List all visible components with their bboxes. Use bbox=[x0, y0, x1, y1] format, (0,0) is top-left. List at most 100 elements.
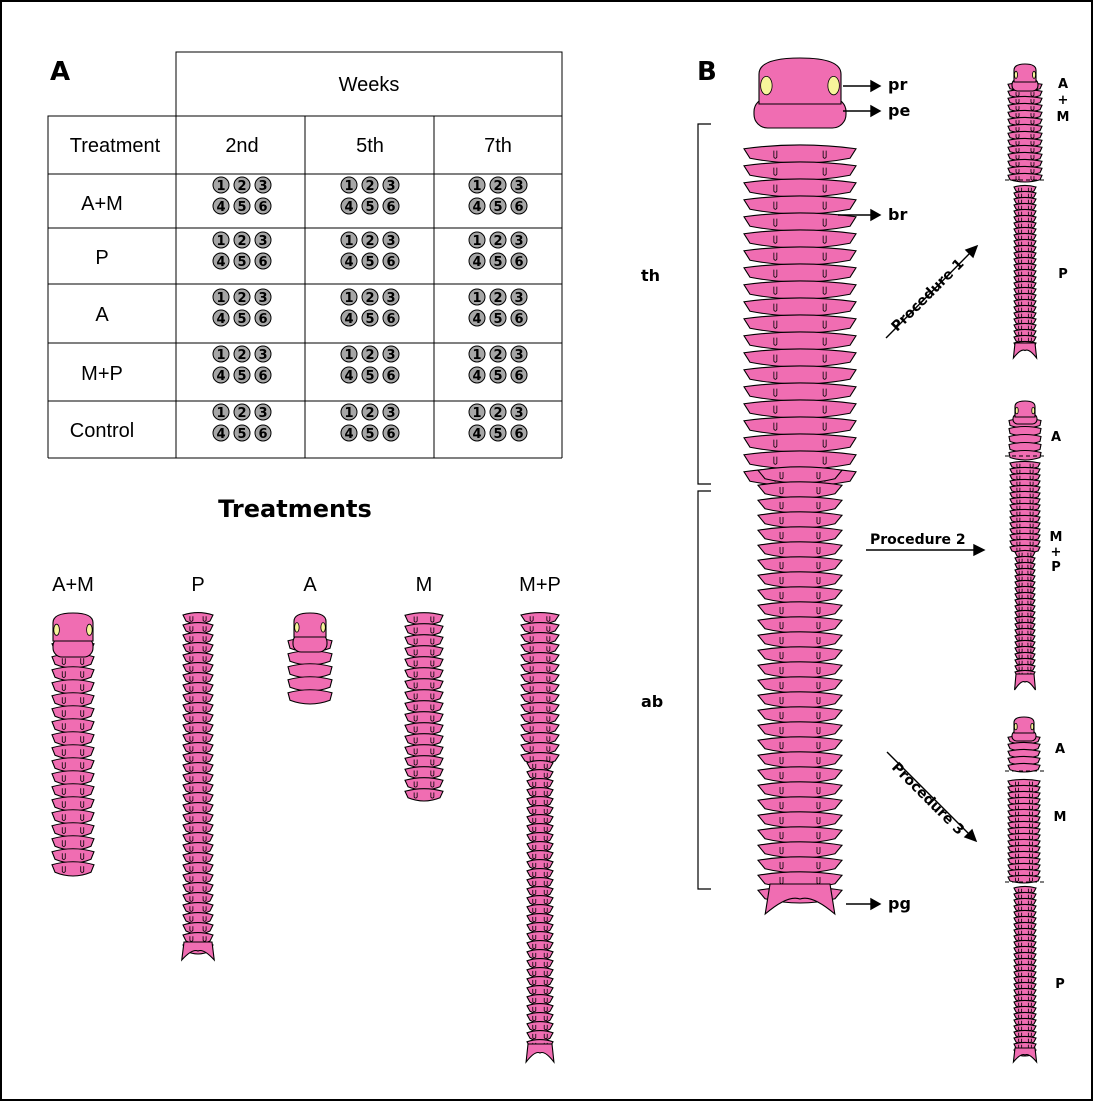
fragment-label-p2-a: A bbox=[1051, 430, 1061, 445]
body-segment bbox=[52, 667, 94, 681]
replicate-number: 5 bbox=[237, 369, 246, 384]
body-segment bbox=[52, 706, 94, 720]
body-segment bbox=[758, 602, 842, 618]
body-segment bbox=[744, 349, 856, 367]
fragment-label-p2-m: M bbox=[1050, 530, 1063, 545]
body-segment bbox=[52, 836, 94, 850]
replicate-number: 1 bbox=[344, 406, 353, 421]
eye-spot bbox=[1031, 723, 1034, 729]
replicate-number: 5 bbox=[365, 369, 374, 384]
body-segment bbox=[758, 827, 842, 843]
fragment-p3-m bbox=[1008, 779, 1040, 883]
replicate-number: 1 bbox=[472, 179, 481, 194]
replicate-number: 1 bbox=[216, 406, 225, 421]
treatment-label-mp: M+P bbox=[519, 574, 561, 596]
replicate-number: 5 bbox=[493, 312, 502, 327]
body-segment bbox=[288, 690, 332, 704]
replicate-number: 3 bbox=[514, 406, 523, 421]
replicate-number: 6 bbox=[514, 427, 523, 442]
body-segment bbox=[52, 758, 94, 772]
replicate-number: 5 bbox=[493, 427, 502, 442]
eye-spot bbox=[87, 624, 93, 635]
replicate-number: 4 bbox=[472, 200, 481, 215]
replicate-number: 2 bbox=[365, 234, 374, 249]
eye-spot bbox=[321, 623, 325, 633]
replicate-number: 2 bbox=[365, 291, 374, 306]
replicate-group: 123456 bbox=[341, 404, 399, 442]
weeks-header: Weeks bbox=[339, 74, 400, 96]
panel-a-label: A bbox=[50, 57, 70, 87]
body-segment bbox=[758, 842, 842, 858]
replicate-number: 4 bbox=[344, 200, 353, 215]
body-segment bbox=[52, 810, 94, 824]
replicate-number: 3 bbox=[514, 348, 523, 363]
replicate-group: 123456 bbox=[213, 177, 271, 215]
replicate-number: 5 bbox=[365, 255, 374, 270]
replicate-number: 6 bbox=[386, 312, 395, 327]
eye-spot bbox=[1032, 71, 1035, 78]
replicate-number: 4 bbox=[216, 200, 225, 215]
column-header-week-5: 5th bbox=[356, 135, 384, 157]
procedure-1-label: Procedure 1 bbox=[889, 256, 968, 335]
replicate-number: 3 bbox=[386, 406, 395, 421]
replicate-number: 1 bbox=[344, 291, 353, 306]
replicate-group: 123456 bbox=[341, 232, 399, 270]
body-segment bbox=[758, 617, 842, 633]
replicate-number: 3 bbox=[386, 179, 395, 194]
body-segment bbox=[52, 732, 94, 746]
column-header-week-7: 7th bbox=[484, 135, 512, 157]
body-segment bbox=[744, 298, 856, 316]
abdomen-bracket bbox=[698, 491, 711, 889]
replicate-number: 6 bbox=[514, 255, 523, 270]
replicate-number: 3 bbox=[514, 234, 523, 249]
label-pg: pg bbox=[888, 894, 911, 913]
tail-segment bbox=[1015, 674, 1036, 690]
fragment-p3-a bbox=[1008, 717, 1040, 772]
replicate-number: 1 bbox=[216, 234, 225, 249]
replicate-number: 6 bbox=[386, 427, 395, 442]
fragment-label-p3-a: A bbox=[1055, 742, 1065, 757]
body-segment bbox=[1008, 173, 1042, 182]
body-segment bbox=[758, 797, 842, 813]
body-segment bbox=[758, 497, 842, 513]
replicate-number: 3 bbox=[258, 291, 267, 306]
worm-mp bbox=[521, 613, 559, 1062]
replicate-number: 2 bbox=[237, 348, 246, 363]
replicate-number: 1 bbox=[472, 234, 481, 249]
treatment-label-a: A bbox=[303, 574, 317, 596]
replicate-group: 123456 bbox=[341, 177, 399, 215]
replicate-number: 4 bbox=[472, 255, 481, 270]
worm-p bbox=[182, 613, 214, 960]
replicate-group: 123456 bbox=[469, 232, 527, 270]
body-segment bbox=[52, 680, 94, 694]
body-segment bbox=[744, 264, 856, 282]
tail-segment bbox=[1013, 1048, 1036, 1062]
body-segment bbox=[52, 862, 94, 876]
replicate-number: 6 bbox=[258, 255, 267, 270]
body-segment bbox=[758, 662, 842, 678]
replicate-number: 4 bbox=[472, 369, 481, 384]
replicate-number: 1 bbox=[216, 179, 225, 194]
replicate-number: 5 bbox=[237, 200, 246, 215]
replicate-number: 2 bbox=[237, 406, 246, 421]
replicate-number: 3 bbox=[386, 291, 395, 306]
replicate-number: 6 bbox=[386, 369, 395, 384]
tail-segment bbox=[182, 942, 214, 960]
treatment-header: Treatment bbox=[70, 135, 161, 157]
row-label-mp: M+P bbox=[81, 363, 123, 385]
body-segment bbox=[744, 400, 856, 418]
eye-spot bbox=[1032, 407, 1035, 413]
body-segment bbox=[758, 572, 842, 588]
body-segment bbox=[744, 230, 856, 248]
body-segment bbox=[758, 647, 842, 663]
replicate-number: 3 bbox=[514, 179, 523, 194]
body-segment bbox=[744, 434, 856, 452]
replicate-number: 1 bbox=[472, 348, 481, 363]
replicate-number: 2 bbox=[493, 291, 502, 306]
worm-m bbox=[405, 613, 443, 801]
fragment-label-p2-p: P bbox=[1051, 560, 1061, 575]
label-br: br bbox=[888, 205, 907, 224]
replicate-group: 123456 bbox=[469, 289, 527, 327]
